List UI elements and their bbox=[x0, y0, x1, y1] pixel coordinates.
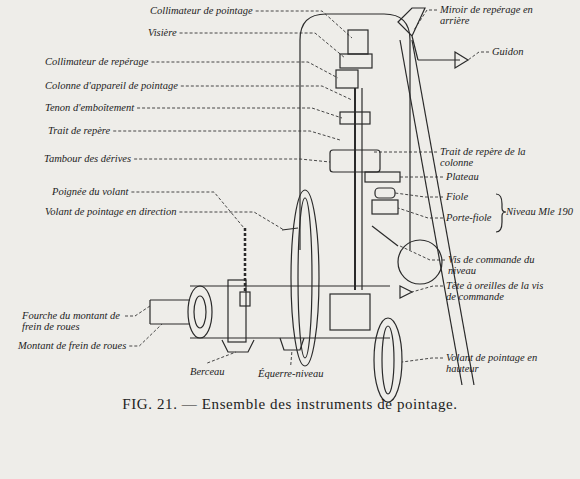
brake-fork bbox=[150, 300, 190, 324]
part-label: Volant de pointage en hauteur bbox=[446, 352, 546, 374]
elevation-handwheel bbox=[374, 318, 402, 402]
leader-line bbox=[402, 358, 443, 362]
sight-column bbox=[361, 88, 362, 290]
part-label: Niveau Mle 190 bbox=[506, 206, 573, 217]
part-label: Équerre-niveau bbox=[258, 368, 324, 379]
part-label: Volant de pointage en direction bbox=[45, 206, 176, 217]
cradle-end bbox=[194, 296, 206, 328]
part-label: Colonne d'appareil de pointage bbox=[45, 80, 178, 91]
part-label: Tambour des dérives bbox=[44, 153, 131, 164]
leader-line bbox=[395, 193, 443, 197]
marking-collimator bbox=[336, 70, 358, 88]
part-label: Poignée du volant bbox=[52, 186, 128, 197]
deflection-drum bbox=[330, 150, 380, 172]
level-square bbox=[222, 340, 254, 352]
brace bbox=[496, 194, 506, 232]
part-label: Fiole bbox=[446, 191, 468, 202]
part-label: Collimateur de repérage bbox=[45, 56, 148, 67]
leader-line bbox=[179, 212, 284, 230]
part-label: Tenon d'emboîtement bbox=[45, 102, 134, 113]
leader-line bbox=[129, 324, 162, 346]
collimator bbox=[348, 30, 368, 54]
vial-holder bbox=[372, 200, 398, 214]
front-sight bbox=[455, 52, 468, 68]
leader-line bbox=[207, 352, 236, 363]
front-sight-arm bbox=[418, 59, 460, 60]
leader-line bbox=[374, 152, 437, 153]
sight-column bbox=[354, 88, 356, 290]
cradle-collar bbox=[228, 280, 246, 342]
level-housing bbox=[398, 240, 442, 284]
leader-line bbox=[414, 10, 437, 30]
level-square bbox=[280, 338, 304, 350]
part-label: Berceau bbox=[190, 366, 225, 377]
part-label: Tête à oreilles de la vis de commande bbox=[446, 280, 554, 302]
leader-line bbox=[151, 62, 338, 78]
part-label: Visière bbox=[148, 27, 177, 38]
leader-line bbox=[125, 306, 150, 316]
leader-line bbox=[412, 286, 443, 292]
visor bbox=[340, 54, 372, 68]
locking-tenon bbox=[340, 112, 370, 124]
part-label: Vis de commande du niveau bbox=[448, 254, 553, 276]
handwheel-spoke bbox=[282, 228, 298, 230]
part-label: Guidon bbox=[492, 46, 524, 57]
leader-line bbox=[468, 52, 489, 60]
part-label: Porte-fiole bbox=[446, 212, 492, 223]
part-label: Trait de repère bbox=[48, 125, 110, 136]
leader-line bbox=[400, 177, 443, 178]
cradle bbox=[190, 286, 390, 338]
wing-nut bbox=[400, 286, 412, 298]
wheel-handle bbox=[240, 292, 250, 306]
plate bbox=[365, 172, 400, 182]
part-label: Montant de frein de roues bbox=[18, 340, 126, 351]
leader-line bbox=[113, 131, 340, 140]
leader-line bbox=[398, 208, 443, 218]
part-label: Fourche du montant de frein de roues bbox=[22, 310, 122, 332]
leader-line bbox=[181, 86, 352, 100]
cradle-end bbox=[188, 286, 212, 338]
leader-line bbox=[137, 108, 342, 118]
gear-housing bbox=[330, 294, 370, 330]
figure-caption: FIG. 21. — Ensemble des instruments de p… bbox=[122, 396, 457, 413]
part-label: Plateau bbox=[446, 171, 479, 182]
level-screw bbox=[372, 226, 398, 246]
part-label: Collimateur de pointage bbox=[150, 5, 253, 16]
leader-line bbox=[400, 246, 445, 260]
traverse-handwheel bbox=[298, 198, 312, 358]
level-vial bbox=[375, 188, 395, 198]
leader-line bbox=[256, 11, 352, 38]
traverse-handwheel bbox=[291, 190, 319, 366]
leader-line bbox=[180, 33, 345, 58]
leader-line bbox=[134, 159, 330, 162]
elevation-handwheel bbox=[382, 326, 394, 394]
leader-line bbox=[291, 350, 292, 365]
part-label: Miroir de repérage en arrière bbox=[440, 4, 536, 26]
part-label: Trait de repère de la colonne bbox=[440, 146, 540, 168]
